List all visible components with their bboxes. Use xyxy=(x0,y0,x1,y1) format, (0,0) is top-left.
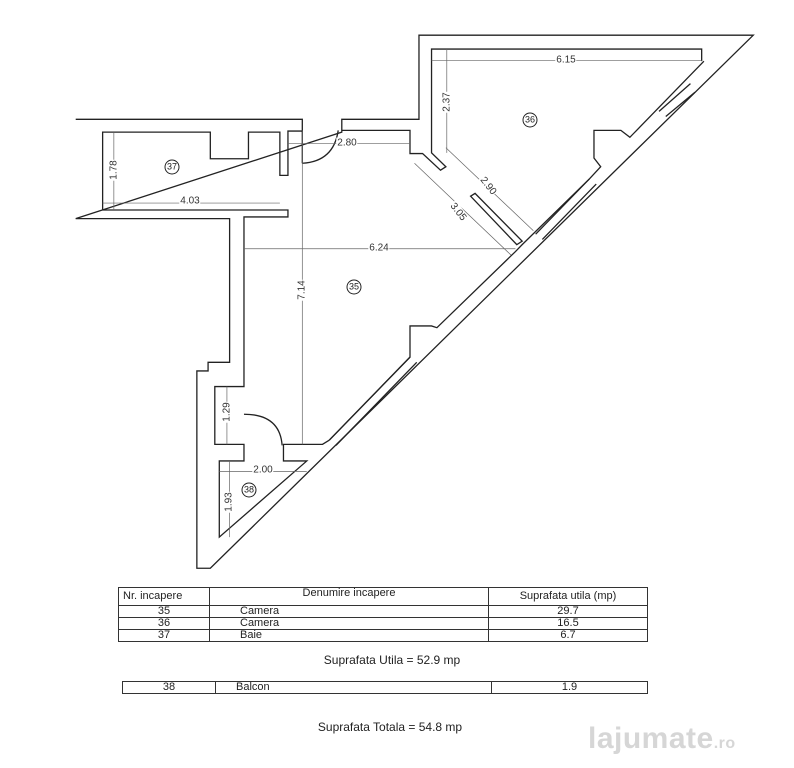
dim-label: 4.03 xyxy=(179,195,201,207)
dim-label: 2.00 xyxy=(252,464,274,476)
cell-area: 1.9 xyxy=(491,681,648,694)
table-row: 35 Camera 29.7 xyxy=(118,605,648,618)
windows xyxy=(329,84,695,446)
cell-nr: 37 xyxy=(118,629,210,642)
header-name: Denumire incapere xyxy=(209,587,489,606)
partition-wall xyxy=(471,193,523,244)
cell-nr: 36 xyxy=(118,617,210,630)
dim-label: 2.37 xyxy=(441,91,453,113)
door-arc-37 xyxy=(302,130,338,163)
table-row: 36 Camera 16.5 xyxy=(118,617,648,630)
dim-label: 7.14 xyxy=(296,279,308,301)
room-35-top-wall xyxy=(342,49,702,170)
room-37-inner-wall xyxy=(103,131,303,210)
table-row: 37 Baie 6.7 xyxy=(118,629,648,642)
outer-wall xyxy=(76,35,754,568)
header-area: Suprafata utila (mp) xyxy=(488,587,648,606)
dim-label: 6.24 xyxy=(368,242,390,254)
dim-label: 2.80 xyxy=(336,137,358,149)
header-nr: Nr. incapere xyxy=(118,587,210,606)
cell-nr: 35 xyxy=(118,605,210,618)
dim-label: 1.29 xyxy=(221,401,233,423)
dim-label: 6.15 xyxy=(555,54,577,66)
balcony-table: 38 Balcon 1.9 xyxy=(122,681,648,694)
useful-area-total: Suprafata Utila = 52.9 mp xyxy=(323,653,461,667)
cell-name: Camera xyxy=(209,617,489,630)
floor-plan xyxy=(60,30,760,570)
room-38-marker: 38 xyxy=(241,482,257,498)
cell-area: 16.5 xyxy=(488,617,648,630)
rooms-table: Nr. incapere Denumire incapere Suprafata… xyxy=(118,587,648,642)
cell-area: 6.7 xyxy=(488,629,648,642)
cell-area: 29.7 xyxy=(488,605,648,618)
dim-label: 1.78 xyxy=(108,159,120,181)
total-area: Suprafata Totala = 54.8 mp xyxy=(317,720,463,734)
room-35-marker: 35 xyxy=(346,279,362,295)
room-36-marker: 36 xyxy=(522,112,538,128)
room-37-marker: 37 xyxy=(164,159,180,175)
table-header: Nr. incapere Denumire incapere Suprafata… xyxy=(118,587,648,606)
cell-name: Baie xyxy=(209,629,489,642)
inner-diagonal-wall xyxy=(329,61,704,440)
table-row: 38 Balcon 1.9 xyxy=(122,681,648,694)
cell-name: Camera xyxy=(209,605,489,618)
dim-label: 1.93 xyxy=(223,491,235,513)
cell-name: Balcon xyxy=(215,681,492,694)
door-arc-38 xyxy=(244,414,282,445)
cell-nr: 38 xyxy=(122,681,216,694)
corridor-wall xyxy=(103,210,330,537)
watermark-logo: lajumate.ro xyxy=(588,722,736,755)
